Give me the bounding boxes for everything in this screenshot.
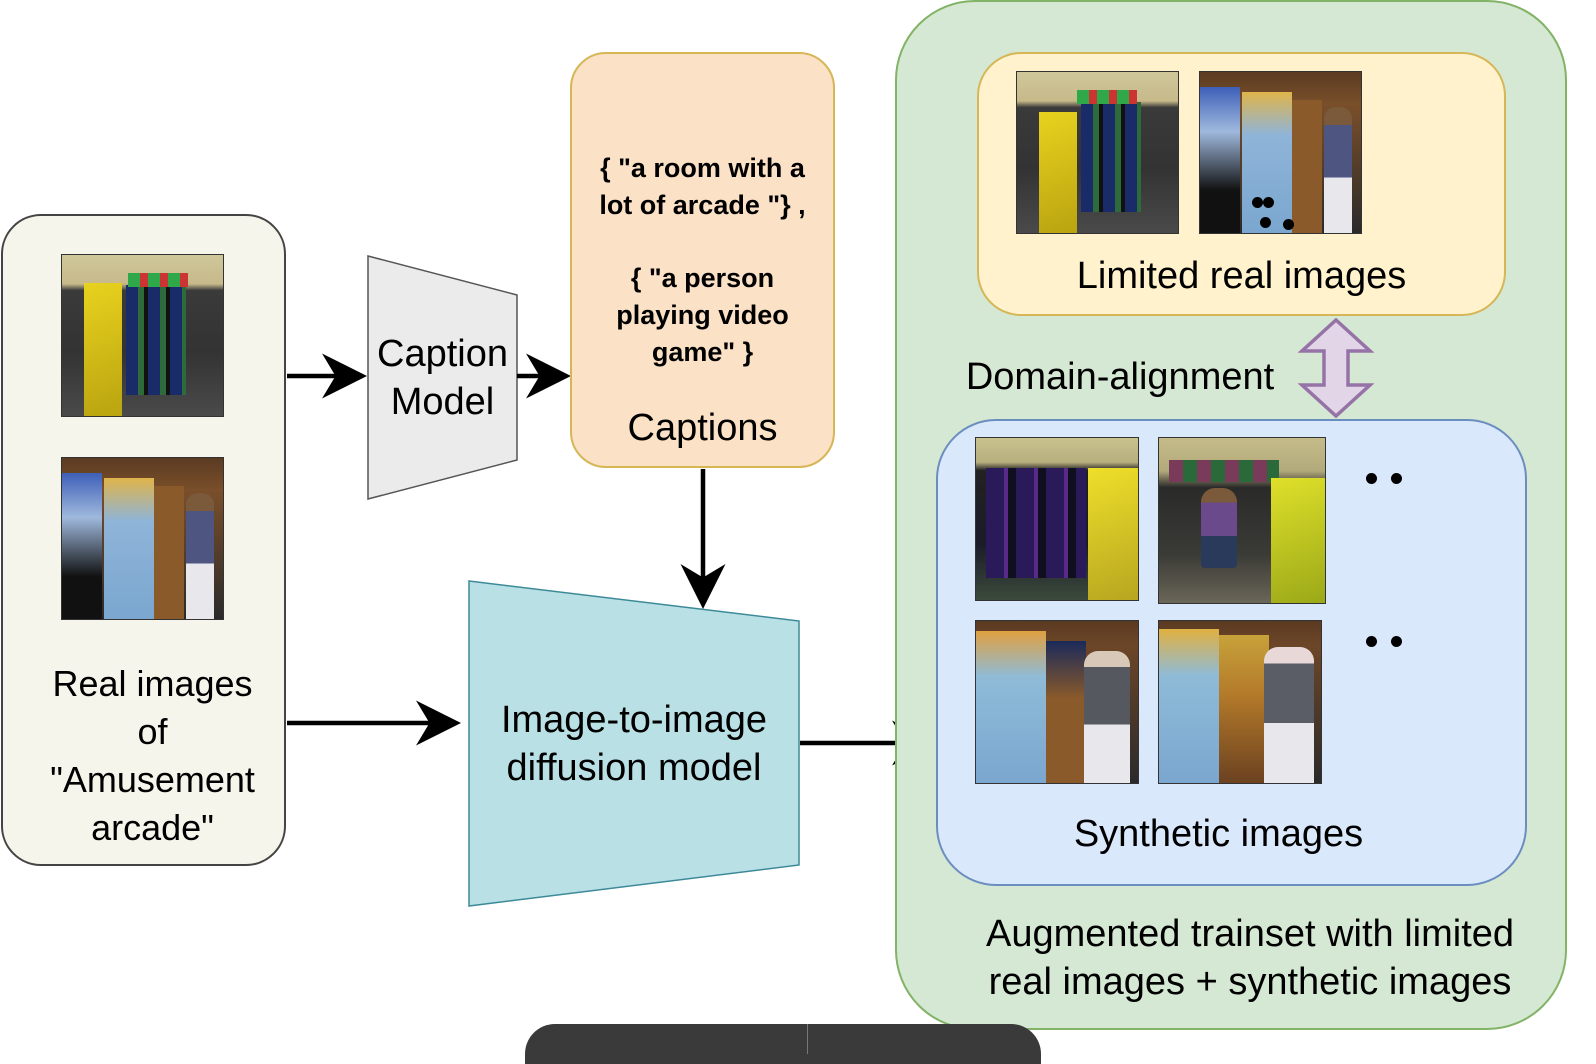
diffusion-model-label: Image-to-image diffusion model [469,696,799,792]
arcade-screens [1077,90,1137,104]
arcade-cabinet-row [126,285,186,395]
caption-model-label-line: Caption [377,333,508,375]
synthetic-image-2 [1158,437,1326,604]
arcade-screens [1169,460,1279,482]
caption-2-text: { "a person playing video game" } [570,260,835,371]
real-image-person-playing [61,457,224,620]
limited-real-images-title: Limited real images [1076,255,1407,297]
arcade-cabinet-wood [1292,100,1322,233]
arcade-cabinet-light-blue [1159,629,1219,783]
real-images-label: Real images of "Amusement arcade" [10,660,295,852]
arcade-screens [128,273,188,287]
synthetic-images-title: Synthetic images [1073,813,1364,855]
real-images-label-line: of [137,711,168,752]
domain-alignment-double-arrow-icon [1298,318,1374,418]
caption-model-shape [367,255,518,500]
arcade-cabinet-blue [1200,87,1240,233]
caption-1-line: lot of arcade "} , [599,190,806,220]
real-images-label-line: "Amusement [50,759,255,800]
arcade-cabinet-wood [154,486,184,619]
real-image-arcade-room [61,254,224,417]
caption-1-line: { "a room with a [600,153,805,183]
augmented-trainset-label-line: real images + synthetic images [988,961,1512,1003]
caption-model-label: Caption Model [368,330,517,426]
ellipsis-dot [1366,473,1377,484]
synthetic-image-4 [1158,620,1322,784]
arcade-cabinet-yellow [84,283,122,416]
limited-real-image-arcade-room [1016,71,1179,234]
caption-model-label-line: Model [390,381,495,423]
arcade-cabinet-light-blue [104,478,154,619]
synthetic-row-1-ellipsis [1366,473,1406,485]
synthetic-image-1 [975,437,1139,601]
arcade-cabinet-row [1081,102,1141,212]
person-figure [1084,651,1130,783]
redaction-dot [1283,219,1294,230]
person-figure [1324,107,1352,233]
diffusion-model-label-line: Image-to-image [500,699,768,741]
redaction-dot [1260,217,1271,228]
augmented-trainset-label-line: Augmented trainset with limited [985,913,1515,955]
ellipsis-dot [1391,636,1402,647]
person-figure [186,493,214,619]
arcade-cabinet-wood [1046,641,1086,783]
bottom-toolbar-fragment [525,1024,1041,1064]
synthetic-image-3 [975,620,1139,784]
person-figure [1264,647,1314,783]
arcade-cabinet-blue [62,473,102,619]
captions-box [570,52,835,468]
caption-2-line: { "a person [630,263,775,293]
diffusion-model-label-line: diffusion model [506,747,762,789]
real-images-label-line: arcade" [91,807,214,848]
arcade-cabinet-wood [1219,635,1269,783]
redaction-dot [1263,197,1274,208]
person-figure [1201,488,1237,568]
domain-alignment-label: Domain-alignment [965,356,1275,398]
ellipsis-dot [1391,473,1402,484]
pinball-machines [986,468,1086,578]
real-images-label-line: Real images [52,663,253,704]
arcade-cabinet-light-blue [976,631,1046,783]
arcade-cabinet-light-blue [1242,92,1292,233]
caption-2-line: game" } [651,337,754,367]
redaction-dot [1252,197,1263,208]
augmented-trainset-label: Augmented trainset with limited real ima… [895,910,1596,1006]
arcade-cabinet-yellow [1088,468,1138,600]
synthetic-row-2-ellipsis [1366,636,1406,648]
bottom-toolbar-divider [807,1024,808,1054]
limited-real-image-person-playing [1199,71,1362,234]
captions-title: Captions [627,407,778,449]
caption-1-text: { "a room with a lot of arcade "} , [570,150,835,224]
arcade-cabinet-yellow [1039,112,1077,233]
caption-2-line: playing video [616,300,789,330]
ellipsis-dot [1366,636,1377,647]
arcade-cabinet-yellow [1271,478,1325,603]
